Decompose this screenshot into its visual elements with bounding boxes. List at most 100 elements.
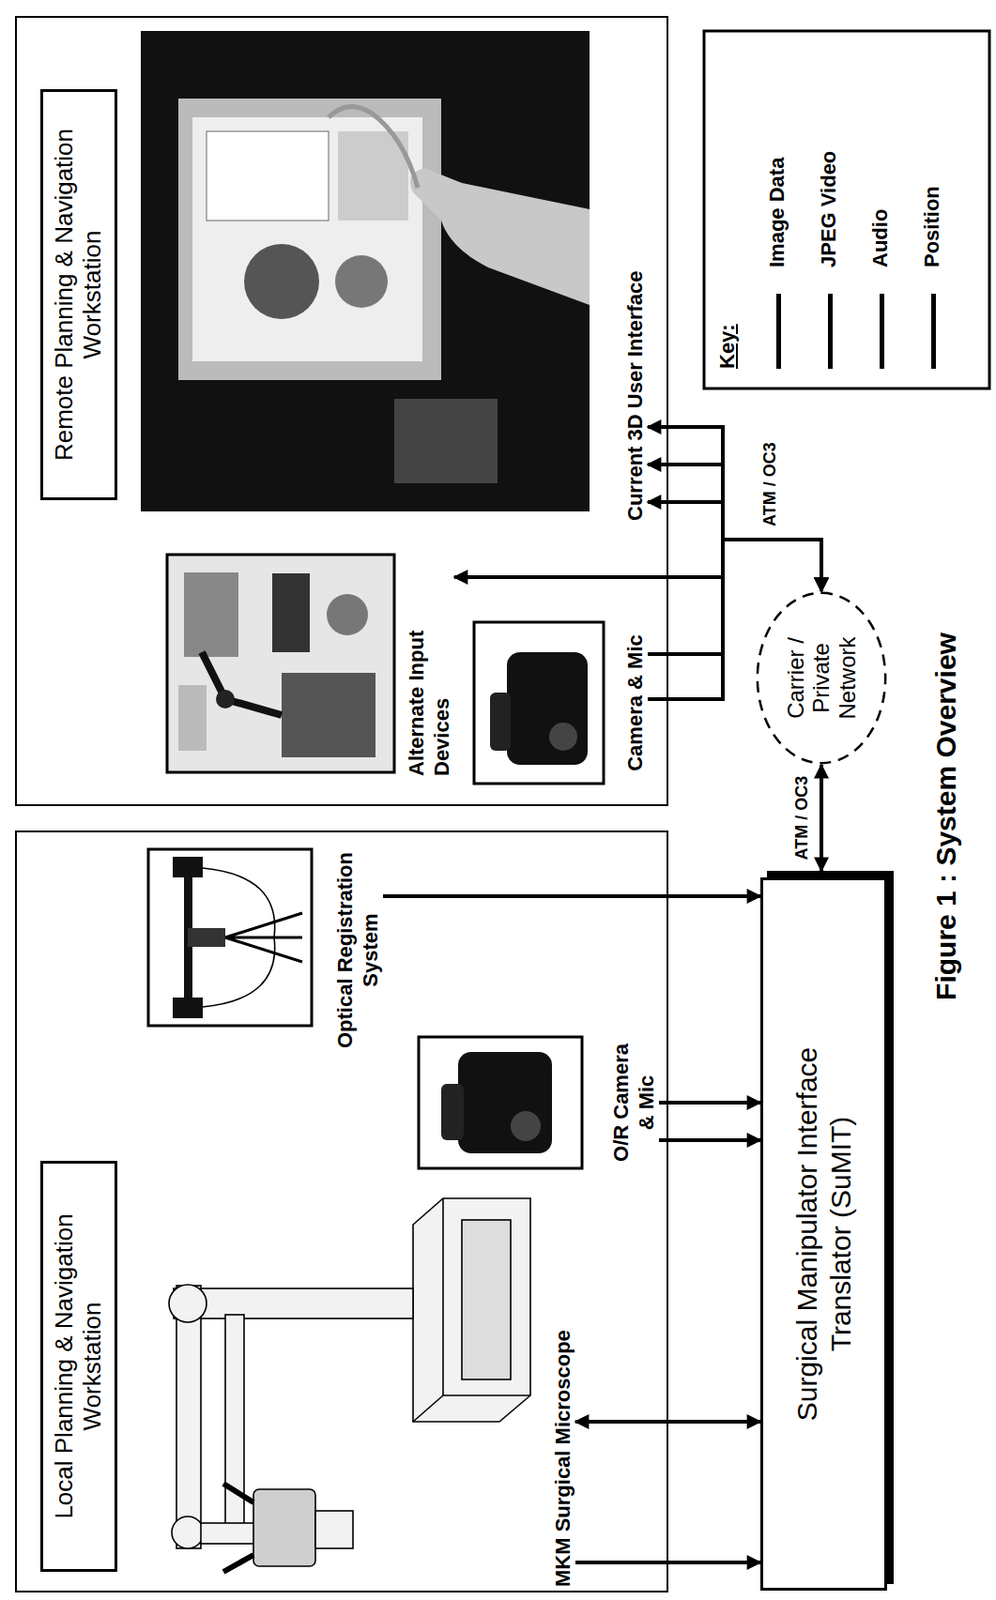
edge-label-holder: ATM / OC3 [792,774,813,863]
head-mount [200,1523,256,1545]
legend-row: Position [919,49,949,369]
device-label: Camera & Mic [623,634,648,772]
or-camera-photo [418,1037,583,1169]
arrow-connector [454,539,822,592]
keypad [272,573,310,653]
workstation-region: Local Planning & Navigation Workstation M… [15,830,669,1594]
trackball [326,594,368,636]
legend-text: Audio [868,209,893,268]
stylus-cable [328,107,418,188]
device: Current 3D User Interface [140,23,648,521]
label-holder: ATM / OC3 [760,440,782,529]
photo-ground [140,30,590,512]
legend-text: JPEG Video [816,151,842,268]
process-box-text: Surgical Manipulator Interface Translato… [790,980,859,1488]
arrow-connector [819,765,824,872]
screen-image [244,244,320,320]
legend-text: Position [919,185,945,268]
base-panel [461,1220,511,1380]
device-joint [215,689,235,709]
legend-line-sample [776,293,782,369]
device: O/R Camera & Mic [413,1018,659,1188]
legend-line-sample [931,293,936,369]
photo-frame [418,1037,583,1169]
legend-text: Image Data [765,157,790,268]
screen-panel [206,131,329,221]
arrow-connector [658,1101,761,1105]
arm-joint [168,1285,207,1323]
device-label: O/R Camera & Mic [609,1037,659,1169]
tracking-camera [172,997,203,1019]
workstation-title: Local Planning & Navigation Workstation [40,1161,118,1573]
photo-frame [474,622,604,784]
device-base [281,673,376,758]
monitor [178,98,442,381]
device: MKM Surgical Microscope [148,1187,576,1588]
arrow-connector [647,427,822,592]
device-label: Alternate Input Devices [404,607,455,777]
caption-holder: Figure 1 : System Overview [929,488,964,1146]
arrow-connector [658,1138,761,1143]
device: Optical Registration System [148,835,384,1066]
process-box: Surgical Manipulator Interface Translato… [760,877,888,1592]
screen [192,117,423,362]
arm-joint [171,1516,204,1549]
microscope-arm [225,1315,245,1533]
screen-image [335,255,388,308]
camcorder-top [490,692,511,751]
camcorder-top [441,1084,464,1141]
microscope-arm [176,1286,201,1549]
hand [410,168,590,306]
eyepiece [223,1555,254,1573]
remote-camera-photo [474,622,604,784]
tracking-camera [172,857,203,878]
photo-frame [148,849,312,1027]
camcorder-body [506,652,588,766]
base-edge [443,1198,531,1396]
bar-mount [187,928,226,948]
optical-registration-photo [148,849,312,1027]
legend-row: Audio [868,49,897,369]
link-label: ATM / OC3 [792,774,813,863]
device-label: Optical Registration System [333,838,384,1064]
device-label: MKM Surgical Microscope [551,1330,576,1588]
photo-frame [167,554,395,773]
legend-row: JPEG Video [816,49,845,369]
device-label: Current 3D User Interface [623,270,648,521]
background-equipment [394,398,498,484]
tripod [225,913,303,963]
legend-row: Image Data [765,49,794,369]
eyepiece [223,1484,254,1503]
device: Alternate Input Devices [163,551,455,777]
legend-line-sample [879,293,885,369]
camcorder-lens [549,722,578,751]
microscope-drawing [168,1198,531,1573]
user-interface-photo [140,30,590,512]
workstation-title: Remote Planning & Navigation Workstation [40,89,118,501]
camcorder-body [458,1052,552,1154]
microscope-head [253,1489,316,1567]
workstation-region: Remote Planning & Navigation Workstation… [15,15,669,807]
microscope-base [413,1198,531,1423]
legend-line-sample [827,293,833,369]
device: Camera & Mic [469,609,648,797]
network-cloud: Carrier / Private Network [754,591,889,766]
arrow-connector [647,464,822,592]
microscope-column [173,1288,414,1319]
network-text: Carrier / Private Network [782,628,861,728]
device-panel [183,572,239,658]
device-block [178,685,207,751]
figure-caption: Figure 1 : System Overview [929,488,964,1146]
camcorder-lens [510,1111,541,1142]
input-devices-photo [167,554,395,773]
label-holder: Key: [715,323,740,369]
base-edge [413,1395,444,1423]
device-arm [201,652,282,716]
link-label: ATM / OC3 [760,440,782,529]
arrow-connector [383,894,761,899]
network-ellipse [757,593,886,764]
legend-box [704,30,990,389]
legend-heading: Key: [715,323,740,369]
